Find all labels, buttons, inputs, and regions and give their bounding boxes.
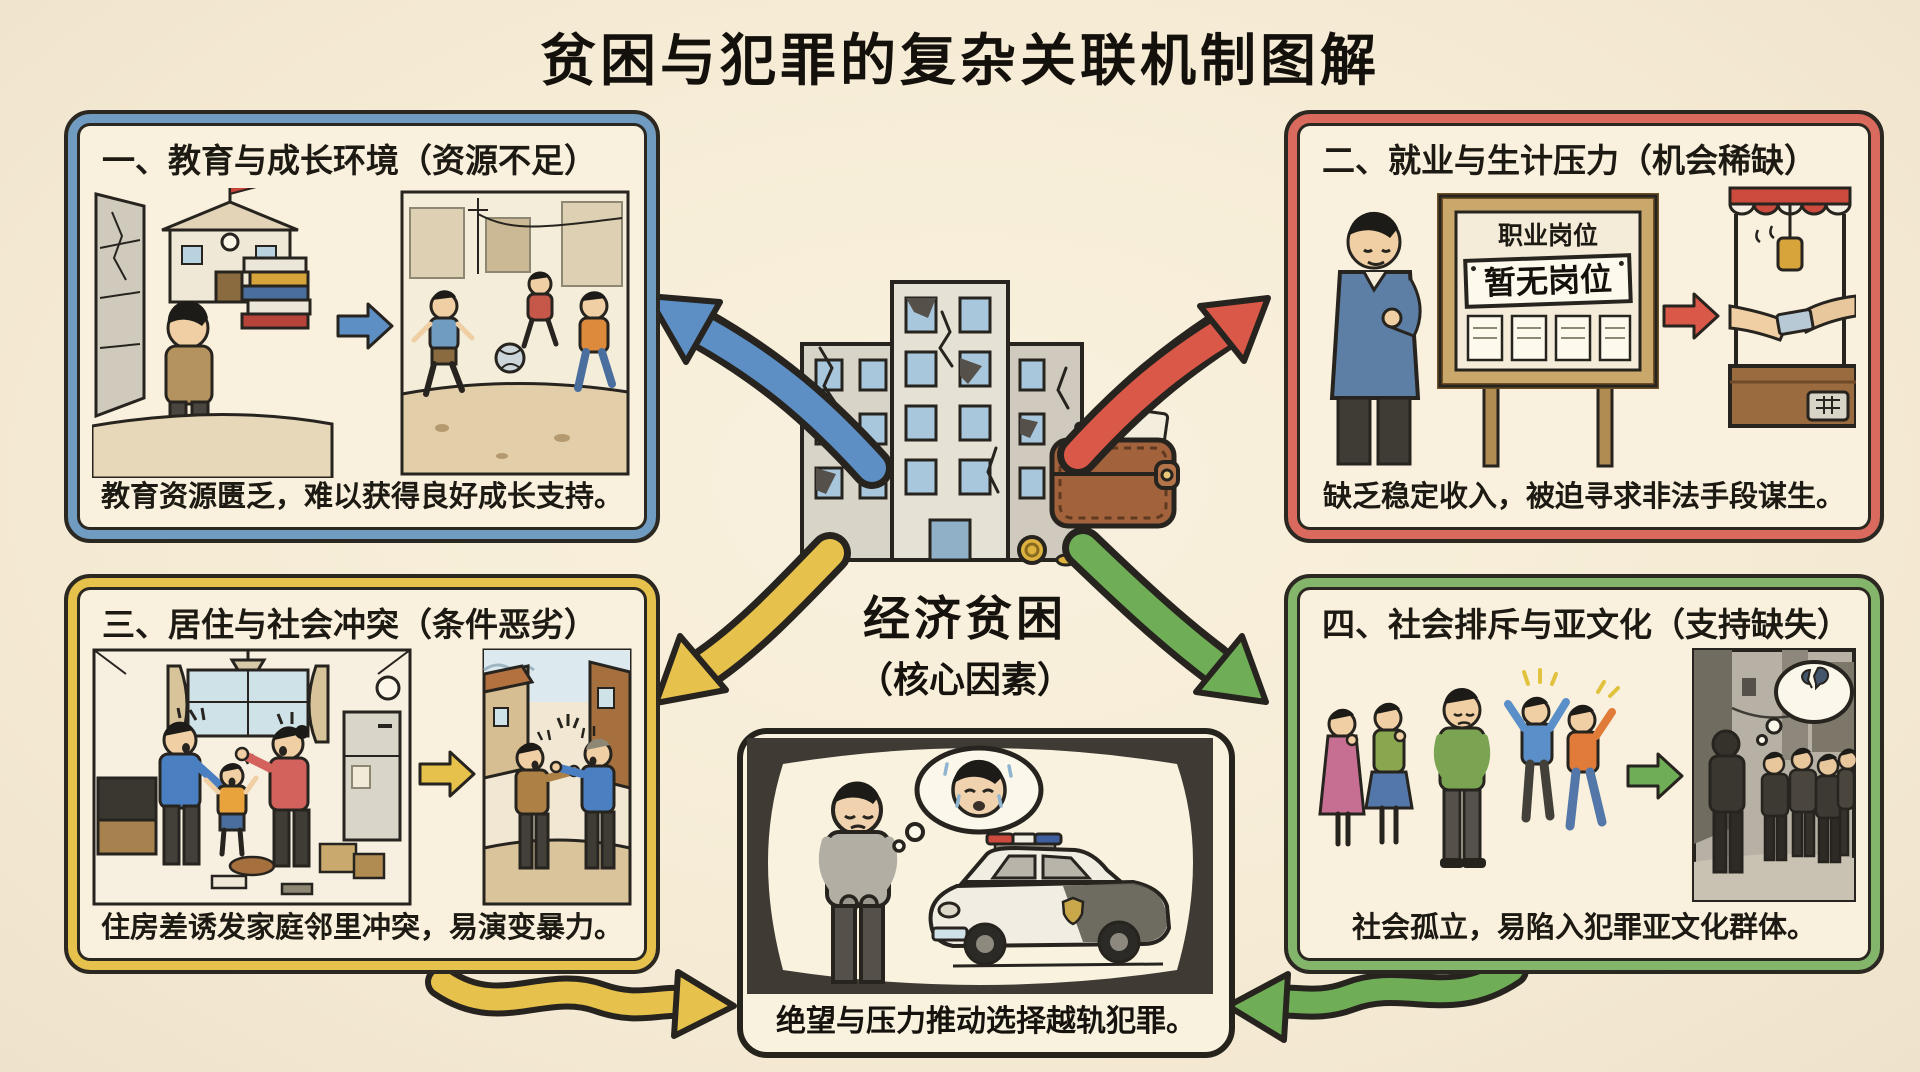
dirt-ground	[92, 413, 334, 478]
arrow-center-to-employment	[1057, 295, 1271, 476]
arrow-exclusion-to-crime	[1225, 953, 1529, 1043]
sparkle-marks	[1522, 668, 1620, 698]
child-icon	[203, 753, 259, 857]
street-kids-scene	[400, 190, 630, 476]
angry-neighbor-blue-icon	[549, 726, 616, 870]
gang-group-icon	[1760, 747, 1856, 864]
exchanging-hands-icon	[1728, 294, 1856, 342]
arrow-center-to-exclusion	[1062, 527, 1269, 705]
arrow-center-to-housing	[653, 532, 851, 706]
tv-icon	[96, 776, 158, 856]
panel-arrow-yellow-icon	[418, 750, 476, 798]
arrow-center-to-education	[645, 293, 893, 489]
fridge-icon	[342, 710, 402, 842]
books-icon	[240, 256, 312, 330]
broken-heart-bubble-icon	[1756, 660, 1854, 746]
kid-blue-icon	[411, 290, 475, 397]
exclusion-caption: 社会孤立，易陷入犯罪亚文化群体。	[1351, 910, 1816, 944]
center-factor-title: 经济贫困	[863, 592, 1067, 647]
education-caption: 教育资源匮乏，难以获得良好成长支持。	[100, 479, 623, 513]
panel-arrow-red-icon	[1662, 292, 1720, 340]
housing-header: 三、居住与社会冲突（条件恶劣）	[102, 605, 597, 644]
neighbor-quarrel-scene	[482, 648, 632, 906]
arrow-housing-to-crime	[425, 965, 737, 1039]
mother-icon	[234, 712, 311, 868]
housing-box: 三、居住与社会冲突（条件恶劣）	[64, 574, 660, 974]
center-factor-subtitle: （核心因素）	[856, 660, 1073, 701]
panel-arrow-green-icon	[1626, 752, 1684, 800]
housing-illustration	[92, 648, 632, 906]
crime-illustration	[747, 738, 1213, 994]
job-board-title: 职业岗位	[1498, 221, 1598, 250]
employment-header: 二、就业与生计压力（机会稀缺）	[1322, 141, 1817, 180]
job-board-icon: 职业岗位 暂无岗位	[1437, 193, 1659, 468]
handcuffed-man-icon	[818, 781, 898, 984]
sweat-marks	[1755, 225, 1775, 244]
exclusion-illustration	[1318, 648, 1856, 902]
housing-caption: 住房差诱发家庭邻里冲突，易演变暴力。	[100, 910, 623, 944]
page-title: 贫困与犯罪的复杂关联机制图解	[540, 29, 1380, 94]
father-icon	[158, 707, 223, 866]
employment-caption: 缺乏稳定收入，被迫寻求非法手段谋生。	[1322, 479, 1845, 513]
cracked-wall-icon	[94, 192, 146, 419]
isolated-man-back-icon	[1708, 729, 1746, 874]
hanging-tag-icon	[1776, 204, 1804, 272]
whispering-woman-green-icon	[1364, 702, 1414, 845]
exclusion-header: 四、社会排斥与亚文化（支持缺失）	[1322, 605, 1850, 644]
calculator-icon	[1806, 390, 1850, 422]
crime-caption: 绝望与压力推动选择越轨犯罪。	[776, 1004, 1196, 1039]
crime-outcome-box: 绝望与压力推动选择越轨犯罪。	[737, 728, 1235, 1058]
education-box: 一、教育与成长环境（资源不足）	[64, 110, 660, 543]
job-board-sign: 暂无岗位	[1483, 260, 1612, 302]
subculture-scene	[1692, 648, 1856, 902]
employment-box: 二、就业与生计压力（机会稀缺） 职	[1284, 110, 1884, 543]
whispering-woman-pink-icon	[1318, 708, 1366, 847]
police-badge-icon	[1061, 896, 1085, 926]
celebrating-pair-icon	[1504, 668, 1620, 831]
street-deal-icon	[1728, 186, 1856, 428]
employment-illustration: 职业岗位 暂无岗位	[1329, 186, 1856, 468]
education-header: 一、教育与成长环境（资源不足）	[102, 141, 597, 180]
exclusion-scene	[1318, 668, 1620, 868]
police-car-icon	[928, 832, 1172, 968]
kid-red-icon	[521, 271, 559, 349]
education-illustration	[92, 188, 630, 478]
kid-orange-icon	[574, 291, 616, 392]
center-factor-label: 经济贫困 （核心因素）	[770, 580, 1160, 703]
exclusion-box: 四、社会排斥与亚文化（支持缺失）	[1284, 574, 1884, 974]
ball-icon	[494, 342, 526, 374]
panel-arrow-blue-icon	[336, 302, 394, 350]
family-quarrel-scene	[92, 648, 412, 906]
crying-thought-bubble-icon	[892, 745, 1044, 853]
dejected-man-icon	[1433, 688, 1491, 868]
jobless-man-icon	[1329, 211, 1422, 466]
floor-clutter	[210, 842, 386, 896]
angry-neighbor-brown-icon	[514, 729, 581, 870]
